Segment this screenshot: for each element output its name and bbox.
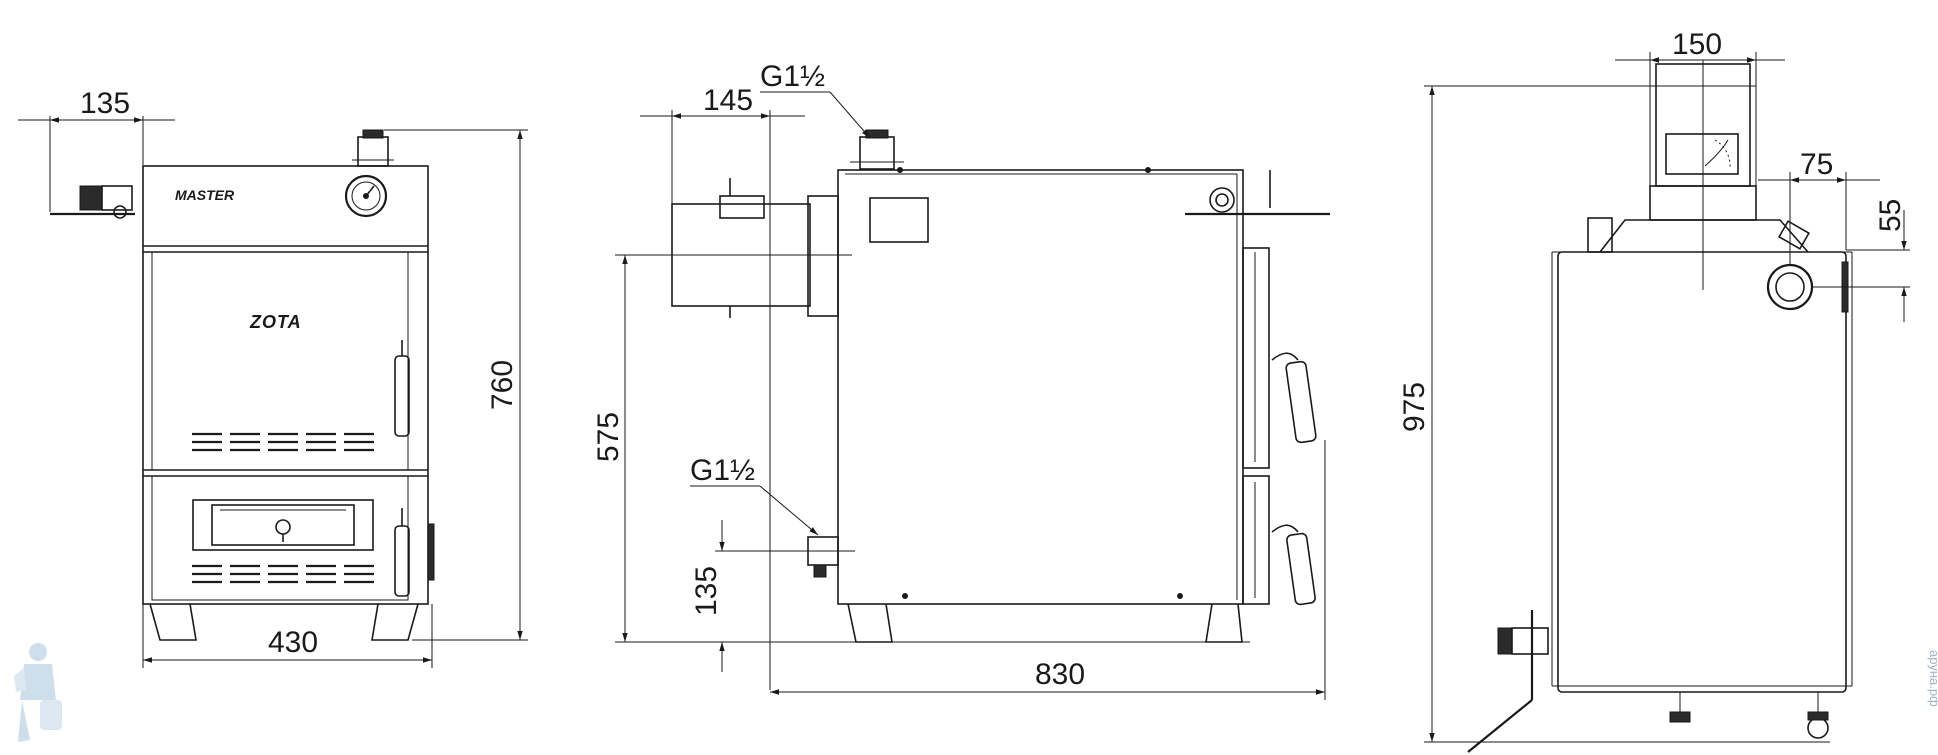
- side-right-leg: [1205, 603, 1243, 643]
- front-left-leg: [149, 603, 197, 641]
- dim-side-flue-height: 575: [592, 412, 625, 462]
- dim-front-width: 430: [268, 626, 318, 659]
- watermark-text: аруна.рф: [1927, 650, 1938, 707]
- rear-body-outline: [1557, 251, 1847, 693]
- dim-side-depth: 830: [1035, 658, 1085, 691]
- dim-side-bottom-height: 135: [690, 566, 723, 616]
- lower-vent-slots: [192, 564, 374, 584]
- label-side-bottom-connection: G1½: [690, 454, 755, 487]
- brand-model-label: MASTER: [175, 187, 235, 203]
- brand-maker-label: ZOTA: [249, 312, 302, 332]
- side-bottom-outlet: [807, 536, 839, 578]
- upper-vent-slots: [192, 432, 374, 452]
- lower-door-handle: [394, 508, 410, 597]
- front-top-stub: [357, 136, 389, 167]
- dim-side-flue-offset: 145: [703, 84, 753, 117]
- dim-rear-total-height: 975: [1398, 382, 1431, 432]
- side-pipe-handle: [1185, 187, 1330, 216]
- front-upper-door: [151, 251, 409, 471]
- label-side-top-connection: G1½: [760, 60, 825, 93]
- side-body-outline: [837, 169, 1244, 605]
- ash-pan: [192, 499, 374, 551]
- rear-drain-valve: [1467, 610, 1549, 753]
- dim-front-pipe-offset: 135: [80, 87, 130, 120]
- side-view: 145 G1½ 575 G1½ 135 830: [592, 60, 1330, 700]
- dim-front-height: 760: [486, 360, 519, 410]
- rear-view: 150 975 75 55: [1398, 28, 1910, 753]
- front-lower-door: [151, 475, 409, 601]
- side-upper-handle: [1271, 352, 1317, 444]
- side-label-plate: [869, 197, 929, 243]
- side-flue: [671, 178, 839, 318]
- dim-rear-pipe-offset: 75: [1800, 148, 1833, 181]
- gauge-icon: [344, 174, 388, 218]
- dim-rear-flue-width: 150: [1672, 28, 1722, 61]
- front-side-pipe: [50, 185, 135, 219]
- rear-bottom-feet: [1669, 692, 1829, 739]
- front-body-outline: [142, 165, 429, 605]
- upper-door-handle: [394, 340, 410, 437]
- front-view: MASTER ZOTA: [18, 87, 528, 668]
- watermark-mascot-icon: [14, 643, 62, 742]
- rear-top-cover: [1599, 219, 1809, 253]
- dim-rear-pipe-height: 55: [1874, 199, 1907, 232]
- side-left-leg: [847, 603, 893, 643]
- side-lower-handle: [1271, 524, 1316, 606]
- front-right-leg: [371, 603, 419, 641]
